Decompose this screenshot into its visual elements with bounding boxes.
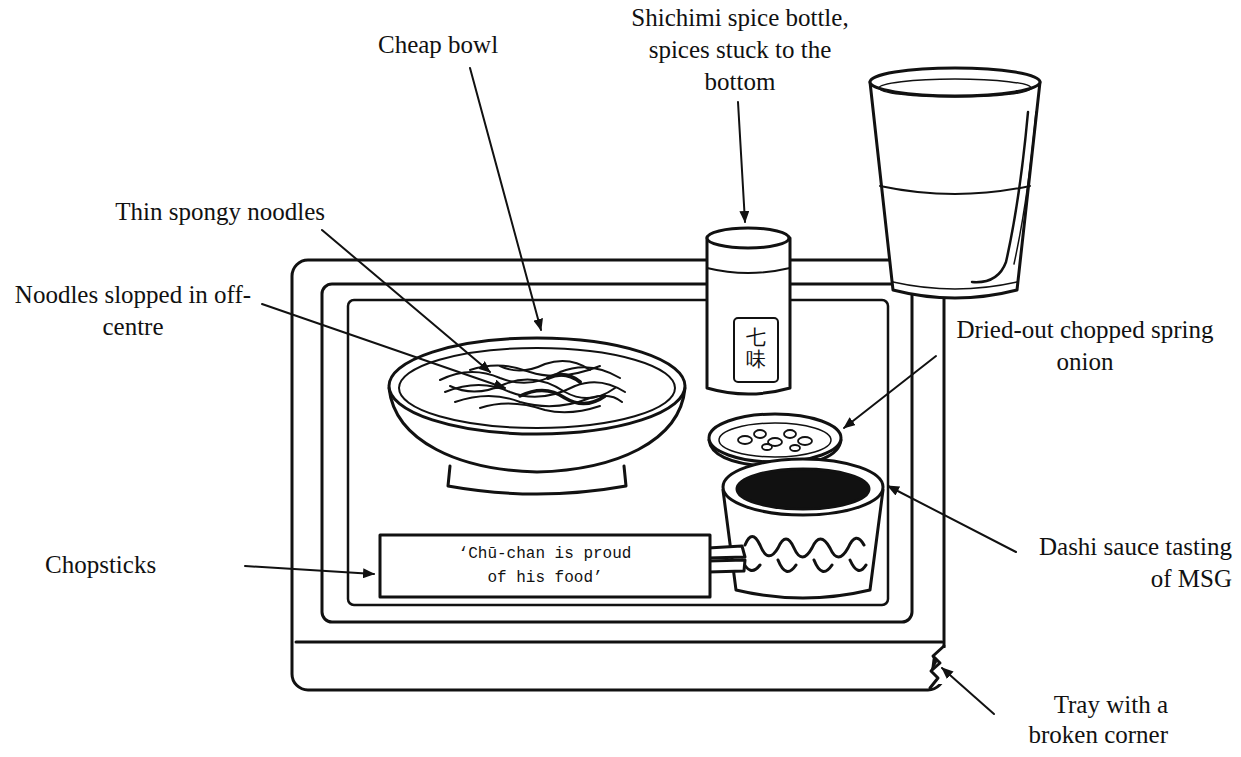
callout-label: Noodles slopped in off-centre — [8, 279, 258, 343]
callout-label: Thin spongy noodles — [100, 196, 325, 228]
callout-label: Cheap bowl — [378, 29, 548, 61]
leader-lines — [245, 68, 1016, 714]
callout-label: Tray with a broken corner — [988, 690, 1168, 750]
callout-label: Shichimi spice bottle, spices stuck to t… — [615, 2, 865, 98]
water-glass — [870, 68, 1040, 298]
spice-bottle — [707, 228, 790, 394]
chopsticks — [380, 535, 745, 597]
callout-label: Dried-out chopped spring onion — [940, 314, 1230, 378]
noodle-bowl — [389, 338, 685, 494]
callout-label: Chopsticks — [45, 549, 205, 581]
wrapper-slogan: ‘Chū-chan is proud of his food’ — [450, 542, 640, 590]
tray — [292, 260, 948, 690]
callout-label: Dashi sauce tasting of MSG — [1022, 531, 1232, 595]
bottle-kanji: 七味 — [746, 326, 766, 370]
dashi-cup — [723, 459, 883, 598]
